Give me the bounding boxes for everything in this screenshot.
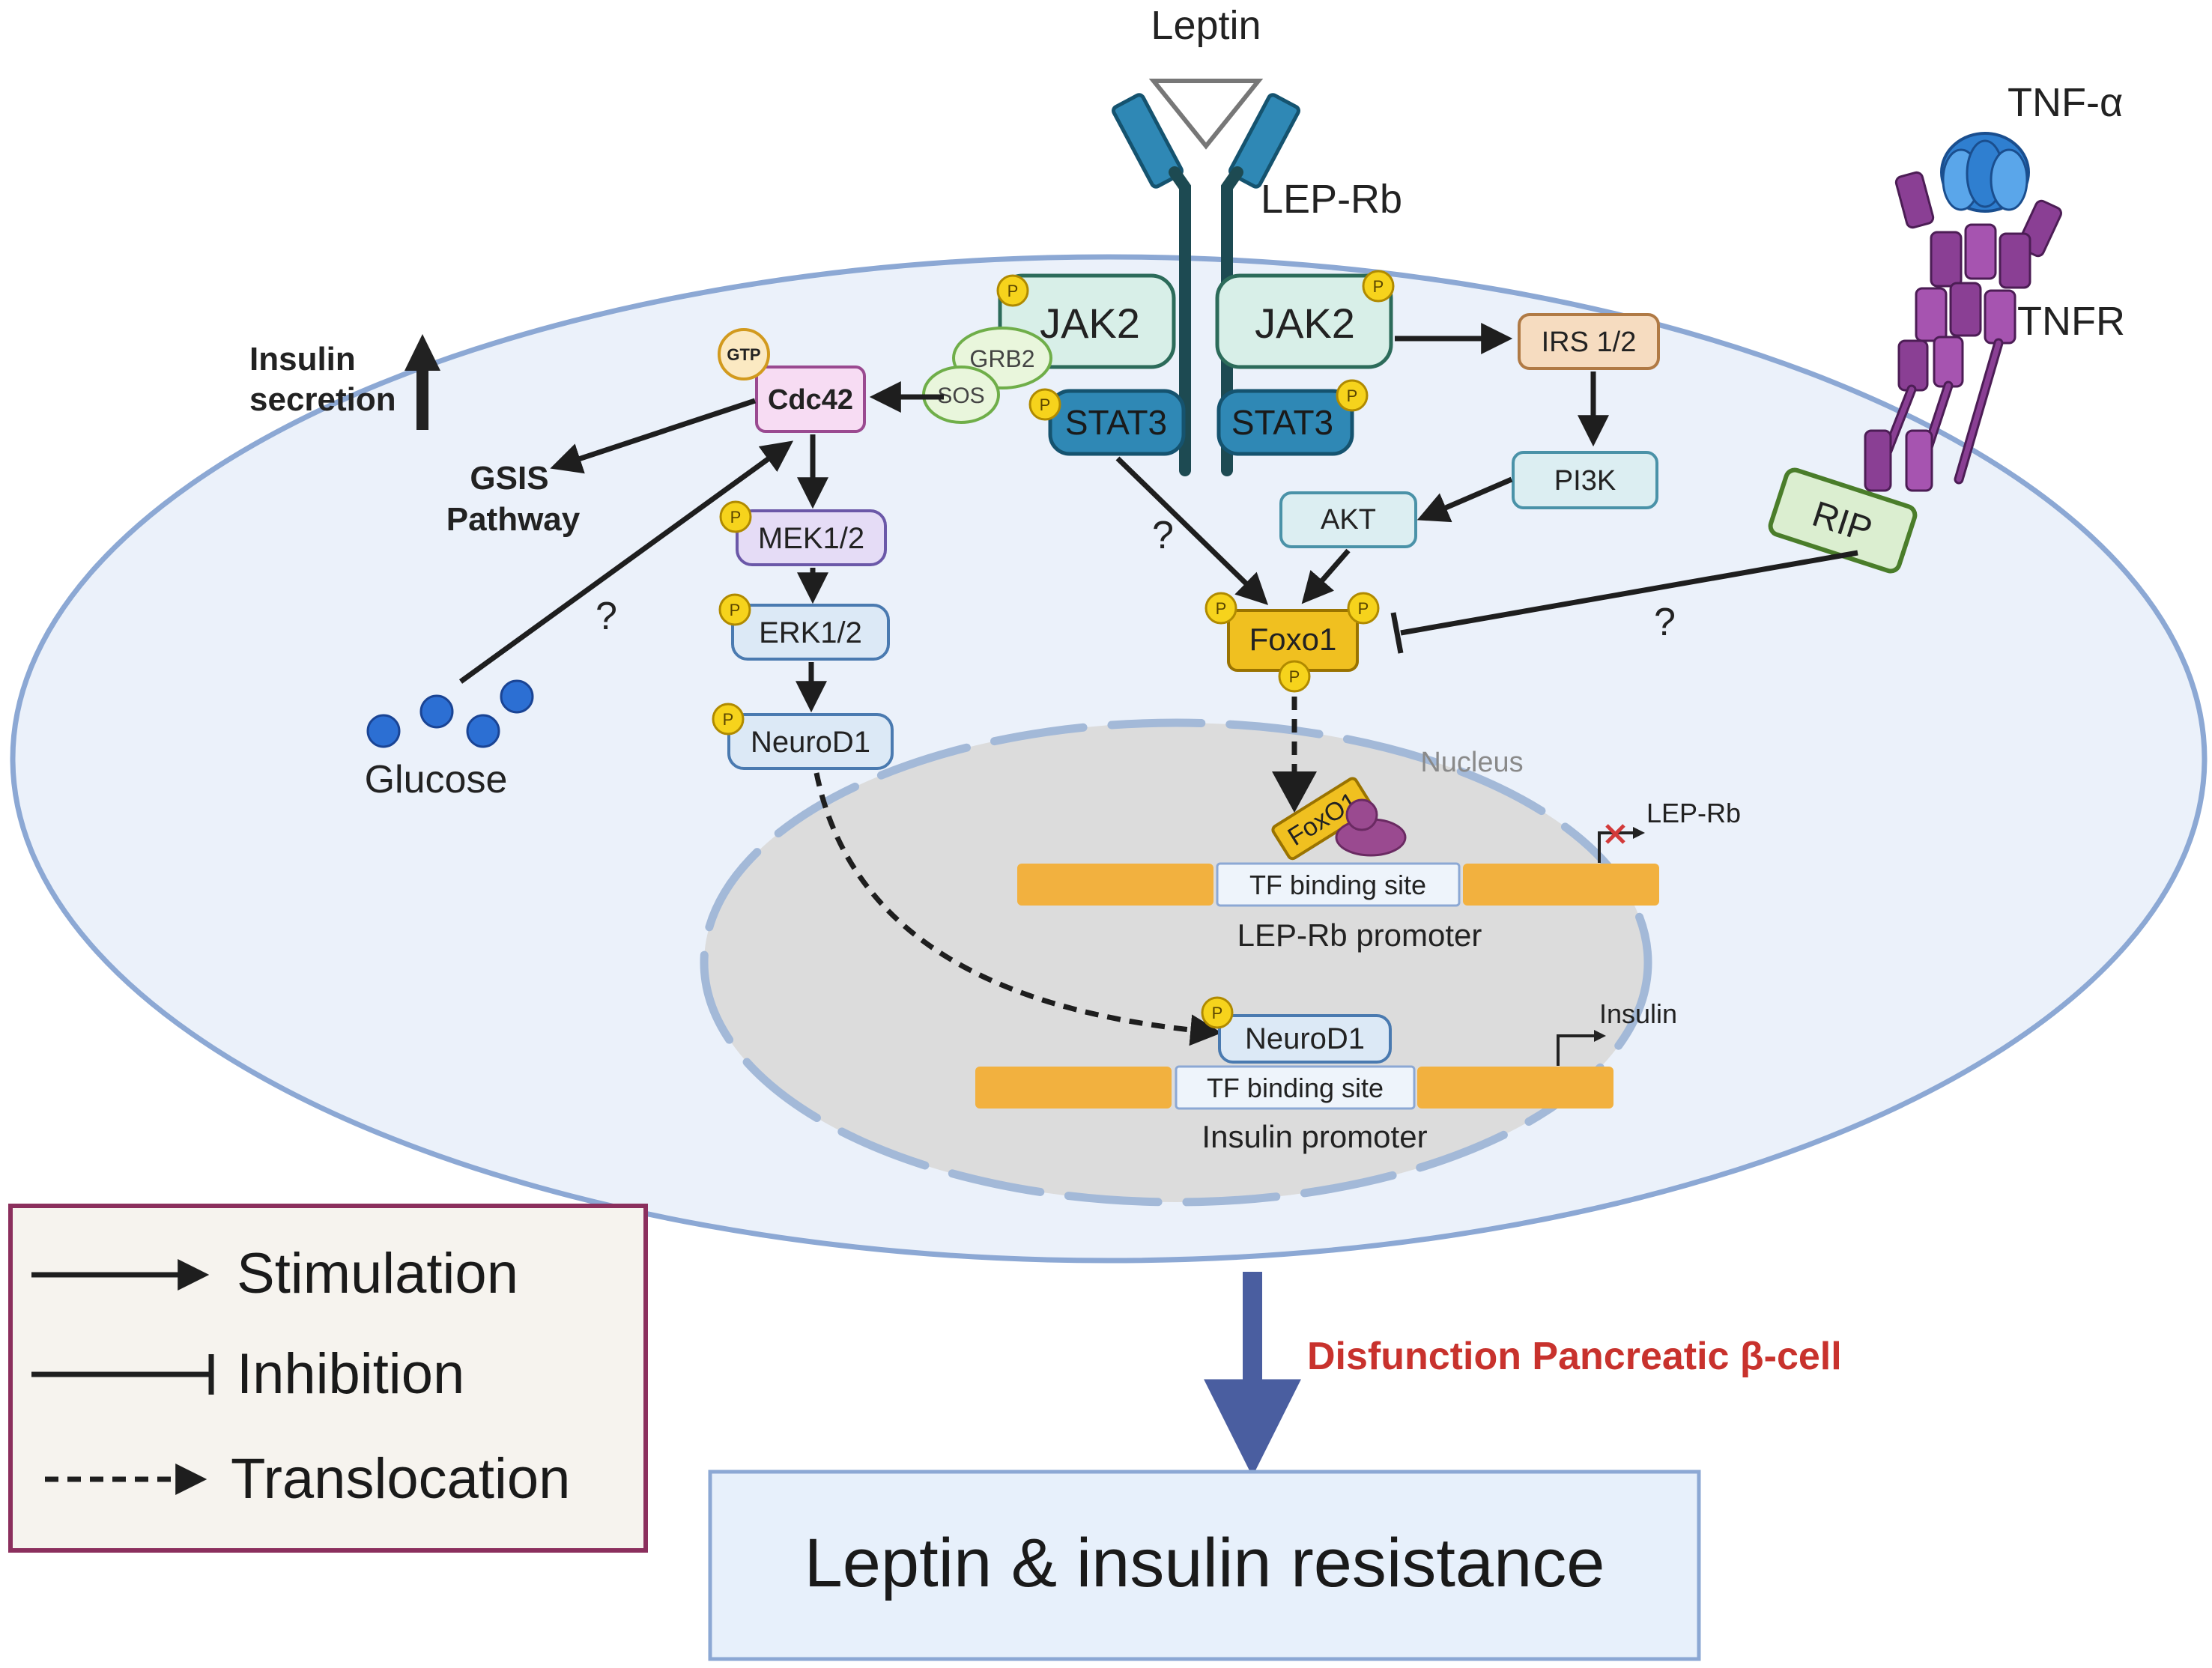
lep-rb-label: LEP-Rb (1261, 177, 1402, 222)
leptin-ligand-icon (1148, 79, 1264, 150)
svg-text:LEP-Rb promoter: LEP-Rb promoter (1237, 918, 1482, 953)
legend-inhibition: Inhibition (237, 1342, 464, 1406)
svg-text:P: P (730, 601, 741, 619)
svg-text:MEK1/2: MEK1/2 (758, 522, 864, 555)
svg-text:Insulin promoter: Insulin promoter (1202, 1119, 1427, 1154)
insulin-secretion-label-1: Insulin (249, 341, 356, 377)
svg-text:TF binding site: TF binding site (1249, 870, 1426, 900)
svg-text:SOS: SOS (937, 383, 984, 408)
insulin-secretion-label-2: secretion (249, 381, 396, 418)
tnf-alpha-icon (1940, 132, 2030, 213)
svg-text:P: P (1347, 386, 1358, 405)
increase-arrow-icon (404, 334, 440, 430)
neurod1-nuclear-node: NeuroD1 P (1201, 996, 1392, 1064)
svg-text:P: P (723, 710, 734, 729)
tnfr-label: TNFR (2017, 299, 2125, 344)
svg-text:Foxo1: Foxo1 (1249, 622, 1337, 657)
stat3-left: STAT3 P (1028, 388, 1186, 456)
translocation-arrows (813, 697, 1297, 1046)
question-rip: ? (1654, 601, 1676, 644)
question-stat3: ? (1152, 514, 1174, 557)
translocation-arrowhead-icon (1272, 771, 1317, 813)
legend: Stimulation Inhibition Translocation (8, 1204, 648, 1553)
foxo1-node: Foxo1 P P P (1205, 592, 1380, 693)
tnf-alpha-label: TNF-α (2008, 80, 2123, 125)
svg-text:Cdc42: Cdc42 (768, 384, 853, 416)
rip-node: RIP (1768, 467, 1918, 574)
svg-text:PI3K: PI3K (1554, 465, 1616, 497)
legend-stimulation: Stimulation (237, 1242, 518, 1305)
svg-text:JAK2: JAK2 (1040, 300, 1140, 347)
svg-text:P: P (730, 508, 742, 527)
blocked-x-icon (1605, 824, 1625, 844)
svg-text:JAK2: JAK2 (1255, 300, 1355, 347)
insulin-promoter: TF binding site Insulin promoter Insulin (975, 998, 1677, 1154)
svg-text:P: P (1289, 667, 1300, 686)
glucose-label: Glucose (365, 758, 508, 801)
lep-rb-promoter: TF binding site LEP-Rb promoter LEP-Rb (1017, 798, 1741, 953)
gtp-badge: GTP (718, 328, 770, 380)
cdc42-node: Cdc42 (755, 366, 866, 433)
legend-translocation: Translocation (231, 1447, 570, 1511)
cofactor-icon (1335, 798, 1407, 857)
svg-text:NeuroD1: NeuroD1 (751, 726, 870, 759)
irs-node: IRS 1/2 (1518, 313, 1660, 370)
outcome-result: Leptin & insulin resistance (804, 1525, 1605, 1601)
foxo1-nuclear-node: FoxO1 (1271, 777, 1407, 861)
nucleus: Nucleus (700, 718, 1652, 1207)
svg-text:P: P (1007, 282, 1019, 300)
svg-text:NeuroD1: NeuroD1 (1245, 1022, 1365, 1055)
stimulation-arrows (458, 323, 1609, 713)
svg-text:Insulin: Insulin (1599, 998, 1677, 1029)
svg-text:P: P (1373, 277, 1384, 296)
svg-text:GRB2: GRB2 (969, 345, 1034, 372)
leptin-receptor: Leptin LEP-Rb (1112, 3, 1402, 476)
tnf-receptor: TNF-α (1768, 80, 2125, 574)
jak2-right: JAK2 P (1215, 270, 1395, 369)
svg-text:ERK1/2: ERK1/2 (759, 616, 862, 649)
neurod1-cytoplasm-node: NeuroD1 P (712, 703, 894, 770)
svg-text:P: P (1216, 599, 1227, 618)
svg-text:GTP: GTP (727, 345, 760, 364)
svg-text:IRS 1/2: IRS 1/2 (1542, 327, 1637, 358)
mek-node: MEK1/2 P (719, 500, 887, 566)
dysfunction-label: Disfunction Pancreatic β-cell (1307, 1335, 1842, 1378)
question-glucose: ? (596, 595, 617, 638)
akt-node: AKT (1279, 491, 1417, 548)
gsis-label-2: Pathway (446, 501, 581, 538)
pi3k-node: PI3K (1512, 451, 1658, 509)
inhibition-line (1390, 550, 1858, 654)
erk-node: ERK1/2 P (718, 593, 890, 661)
leptin-label: Leptin (1151, 3, 1261, 48)
nucleus-label: Nucleus (1420, 747, 1523, 778)
svg-text:STAT3: STAT3 (1231, 403, 1333, 442)
svg-text:P: P (1212, 1004, 1223, 1022)
svg-text:P: P (1358, 599, 1369, 618)
svg-text:STAT3: STAT3 (1065, 403, 1167, 442)
glucose-icon (366, 679, 534, 748)
stat3-right: STAT3 P (1216, 379, 1369, 456)
svg-text:AKT: AKT (1321, 504, 1376, 536)
svg-text:LEP-Rb: LEP-Rb (1646, 798, 1741, 828)
outcome-box (708, 1470, 1701, 1661)
gsis-label-1: GSIS (470, 460, 548, 497)
legend-inhibition-swatch (31, 1354, 214, 1395)
svg-text:TF binding site: TF binding site (1207, 1073, 1384, 1103)
svg-text:P: P (1040, 395, 1051, 414)
